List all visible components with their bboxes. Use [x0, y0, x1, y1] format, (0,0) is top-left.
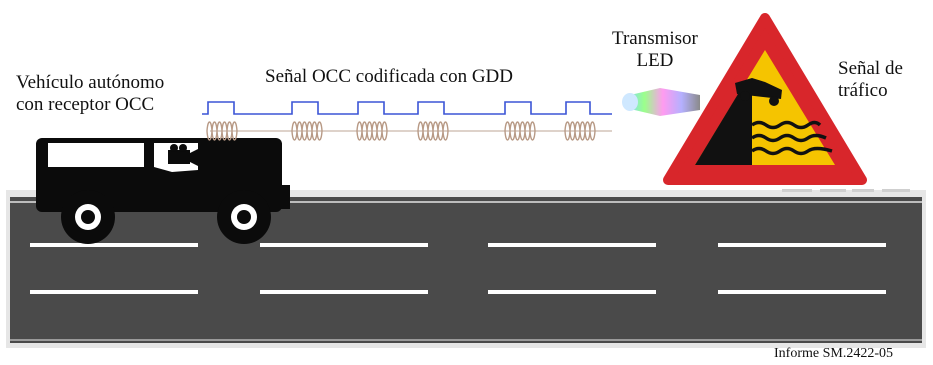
- traffic-warning-sign-icon: [663, 13, 867, 185]
- lane-marking: [30, 243, 198, 247]
- signal-burst: [206, 121, 238, 141]
- sign-label-line-2: tráfico: [838, 79, 888, 101]
- cliff: [695, 94, 752, 165]
- wheel-front: [61, 190, 115, 244]
- lane-marking: [260, 243, 428, 247]
- lane-marking: [488, 290, 656, 294]
- signal-burst: [504, 121, 536, 141]
- wheel-rear: [217, 190, 271, 244]
- led-transmitter-label: Transmisor LED: [612, 28, 698, 72]
- signal-burst: [564, 121, 596, 141]
- lane-marking: [260, 290, 428, 294]
- vehicle-label: Vehículo autónomo con receptor OCC: [16, 72, 164, 116]
- vehicle-icon: [36, 138, 290, 244]
- car-falling-icon: [735, 78, 782, 106]
- square-wave: [202, 101, 612, 115]
- water-waves-icon: [750, 120, 833, 156]
- road: [6, 190, 926, 348]
- camera-icon: [168, 144, 198, 166]
- led-label-line-1: Transmisor: [612, 28, 698, 49]
- signal-label: Señal OCC codificada con GDD: [265, 66, 513, 87]
- report-reference: Informe SM.2422-05: [774, 346, 893, 361]
- led-transmitter-icon: [622, 88, 700, 116]
- signal-burst: [356, 121, 388, 141]
- lane-marking: [718, 243, 886, 247]
- road-surface: [10, 197, 922, 343]
- signal-bursts: [206, 121, 596, 141]
- occ-signal: [202, 101, 612, 141]
- roadside-detail: [782, 189, 910, 192]
- lane-markings: [30, 243, 886, 294]
- lane-marking: [30, 290, 198, 294]
- traffic-sign-label: Señal de tráfico: [838, 58, 903, 102]
- led-label-line-2: LED: [636, 49, 674, 71]
- lane-marking: [488, 243, 656, 247]
- lane-marking: [718, 290, 886, 294]
- vehicle-window-left: [48, 143, 144, 167]
- sign-label-line-1: Señal de: [838, 58, 903, 79]
- signal-burst: [417, 121, 449, 141]
- vehicle-label-line-1: Vehículo autónomo: [16, 72, 165, 93]
- signal-burst: [291, 121, 323, 141]
- vehicle-label-line-2: con receptor OCC: [16, 93, 155, 115]
